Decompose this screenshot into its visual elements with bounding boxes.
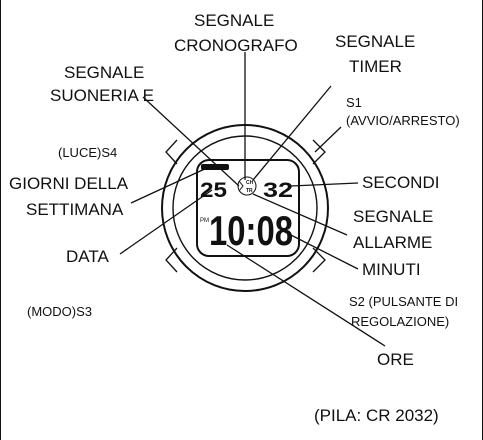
label-s2-1: S2 (PULSANTE DI xyxy=(349,294,458,309)
label-giorni-1: GIORNI DELLA xyxy=(9,174,129,193)
ch-indicator: CH xyxy=(246,180,254,186)
label-segnale-suoneria-1: SEGNALE xyxy=(64,63,144,82)
date-display: 25 xyxy=(200,179,227,202)
leader-suoneria xyxy=(142,96,240,187)
label-giorni-2: SETTIMANA xyxy=(26,200,124,219)
button-s4 xyxy=(165,139,178,165)
chrono-timer-indicator xyxy=(237,176,257,196)
leader-secondi xyxy=(290,182,359,187)
label-segnale-cronografo-1: SEGNALE xyxy=(194,11,274,30)
button-s3 xyxy=(165,247,178,273)
day-of-week-bar xyxy=(201,164,229,170)
seconds-display: 32 xyxy=(263,179,293,202)
label-s4: (LUCE)S4 xyxy=(58,145,117,160)
tr-indicator: TR xyxy=(246,188,253,194)
leader-allarme xyxy=(252,193,348,236)
leader-minuti xyxy=(280,229,359,270)
label-s1-1: S1 xyxy=(346,95,362,110)
pm-indicator: PM xyxy=(200,218,209,224)
label-segnale-cronografo-2: CRONOGRAFO xyxy=(174,36,298,55)
leader-ore xyxy=(226,244,386,347)
label-segnale-timer-1: SEGNALE xyxy=(335,32,415,51)
lcd-screen xyxy=(196,159,300,257)
label-segnale-allarme-2: ALLARME xyxy=(353,233,432,252)
label-s1-2: (AVVIO/ARRESTO) xyxy=(346,113,460,128)
label-s2-2: REGOLAZIONE) xyxy=(351,314,449,329)
button-s1 xyxy=(312,139,326,165)
label-segnale-allarme-1: SEGNALE xyxy=(353,207,433,226)
label-secondi: SECONDI xyxy=(362,173,439,192)
label-ore: ORE xyxy=(377,350,414,369)
label-segnale-suoneria-2: SUONERIA E xyxy=(50,86,154,105)
leader-s1 xyxy=(314,126,342,153)
leader-timer xyxy=(252,85,332,181)
label-pila: (PILA: CR 2032) xyxy=(314,406,439,425)
label-minuti: MINUTI xyxy=(362,260,421,279)
leader-data xyxy=(119,189,213,255)
label-s3: (MODO)S3 xyxy=(27,304,92,319)
label-data: DATA xyxy=(66,247,109,266)
label-segnale-timer-2: TIMER xyxy=(349,57,402,76)
leader-giorni xyxy=(130,166,210,204)
button-s2 xyxy=(312,247,326,273)
time-display: 10:08 xyxy=(209,207,293,254)
bell-icon xyxy=(238,180,244,192)
